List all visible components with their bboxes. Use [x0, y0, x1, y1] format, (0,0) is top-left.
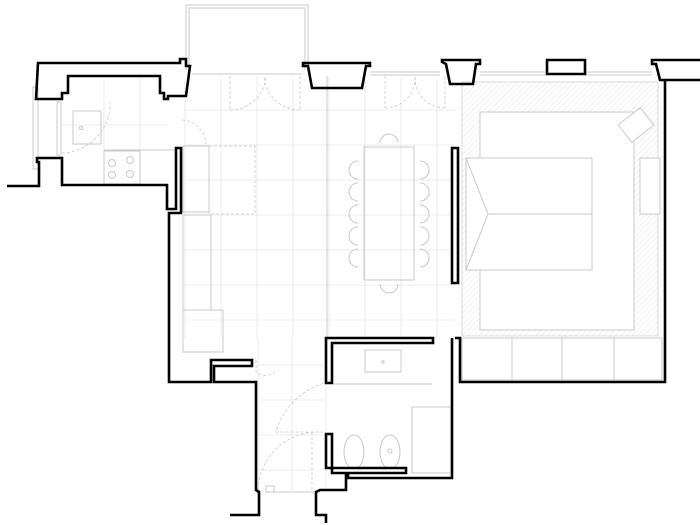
- armchair: [617, 107, 655, 143]
- walls: [7, 57, 700, 523]
- kitchen: [32, 86, 175, 185]
- chair: [348, 182, 359, 202]
- washbasin: [364, 349, 402, 373]
- chair: [419, 226, 430, 246]
- chair: [419, 160, 430, 180]
- chair: [419, 204, 430, 224]
- chair: [419, 182, 430, 202]
- chair: [348, 160, 359, 180]
- bidet: [379, 434, 401, 470]
- balcony: [185, 4, 309, 75]
- chair: [379, 133, 399, 144]
- sink-icon: [72, 110, 102, 145]
- chair: [419, 248, 430, 268]
- windows: [265, 71, 652, 493]
- door-swings: [61, 75, 446, 491]
- chair: [348, 248, 359, 268]
- chair: [379, 283, 399, 294]
- living-furniture: [182, 76, 328, 353]
- floor-tile-grid: [62, 78, 455, 490]
- toilet: [343, 434, 365, 470]
- stove-icon: [103, 150, 141, 185]
- bedroom: [461, 81, 663, 381]
- dining-chairs: [348, 133, 430, 294]
- dining-table: [348, 133, 430, 294]
- chair: [348, 226, 359, 246]
- chair: [348, 204, 359, 224]
- bathroom: [333, 349, 452, 474]
